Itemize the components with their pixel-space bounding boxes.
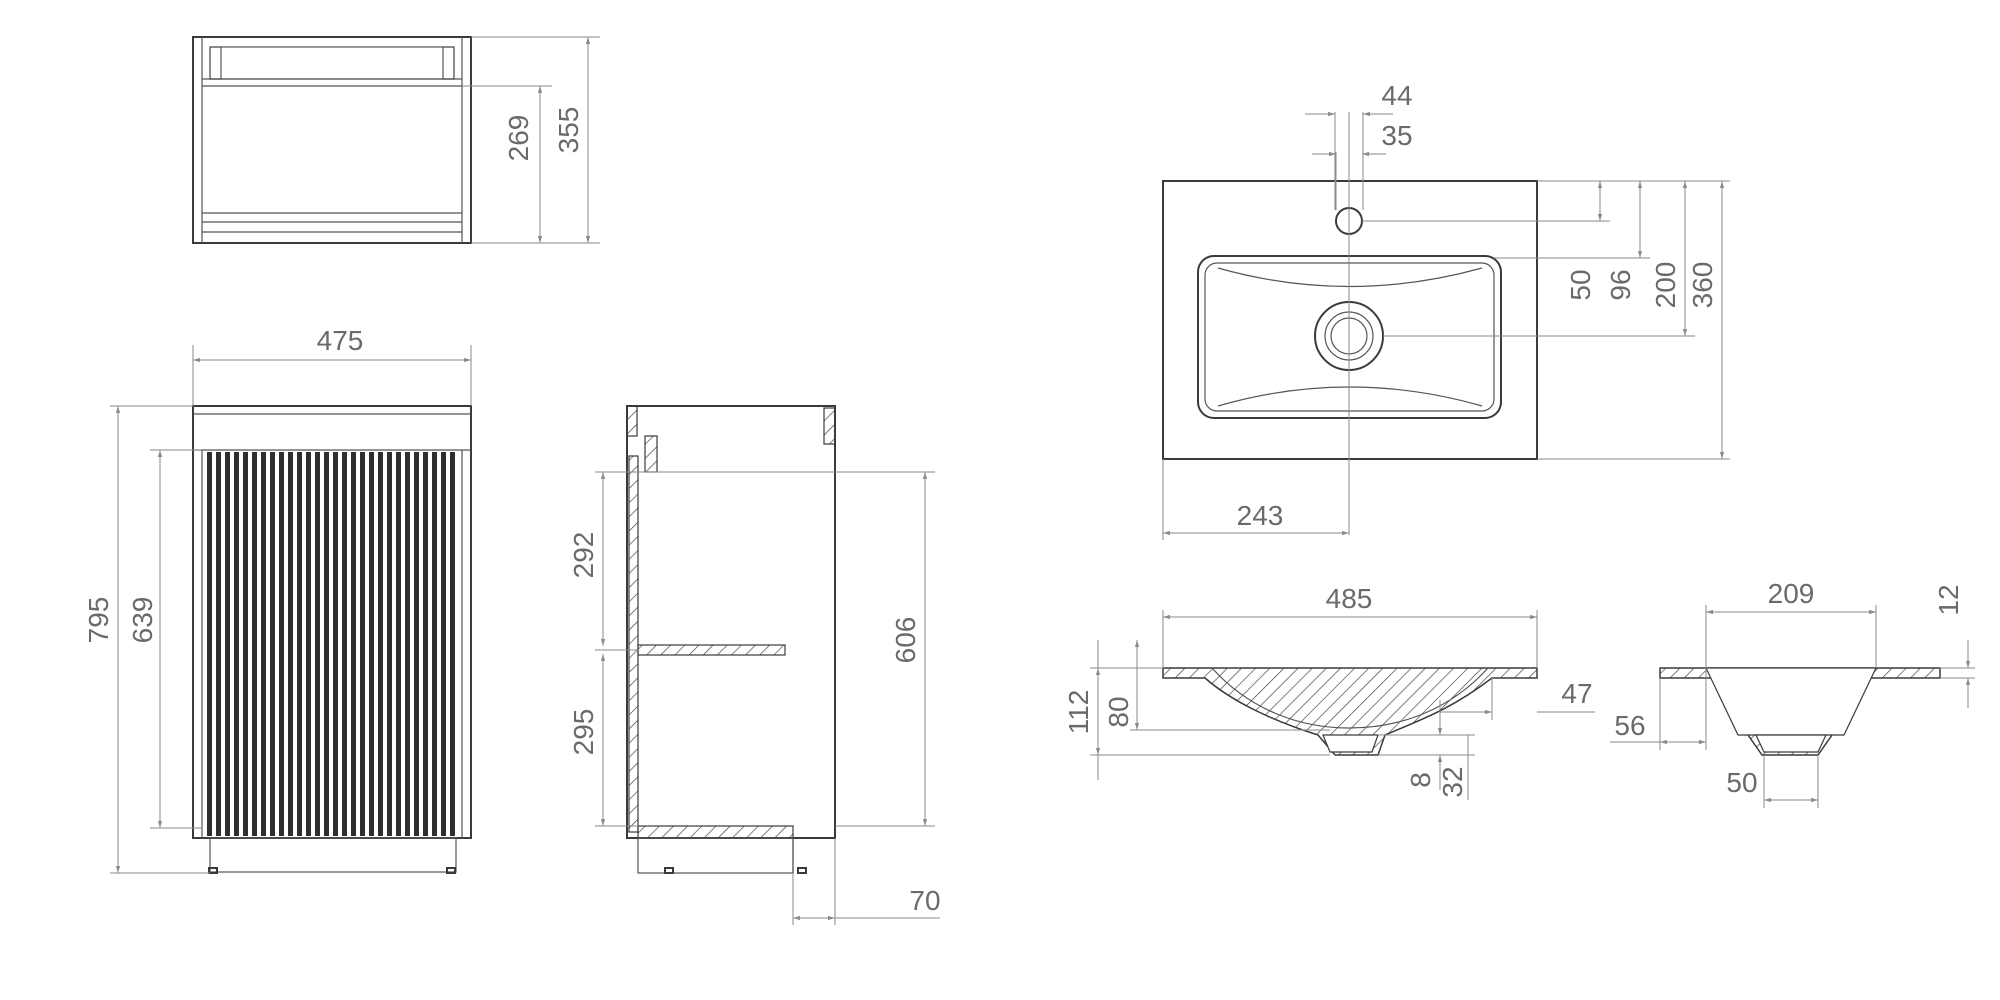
- dim-upper-shelf: 292: [568, 532, 599, 579]
- dim-bowl-width: 209: [1768, 578, 1815, 609]
- dim-tap-hole-outer: 44: [1381, 80, 1412, 111]
- door-slat: [369, 452, 374, 836]
- door-slat: [261, 452, 266, 836]
- door-slat: [441, 452, 446, 836]
- dim-cabinet-height: 795: [83, 597, 114, 644]
- cabinet-front-view: 475 795 639: [83, 325, 472, 874]
- door-slat: [378, 452, 383, 836]
- dim-cabinet-width: 475: [317, 325, 364, 356]
- door-slats: [207, 452, 455, 836]
- door-slat: [450, 452, 455, 836]
- dim-rim-thickness: 12: [1933, 584, 1964, 615]
- dim-cabinet-depth: 355: [553, 107, 584, 154]
- dim-plinth-offset: 70: [909, 885, 940, 916]
- door-slat: [225, 452, 230, 836]
- door-slat: [306, 452, 311, 836]
- door-slat: [297, 452, 302, 836]
- door-slat: [207, 452, 212, 836]
- cabinet-top-view: 269 355: [192, 36, 600, 244]
- dim-hole-to-bowl: 50: [1565, 269, 1596, 300]
- dim-drain-width: 50: [1726, 767, 1757, 798]
- basin-top-view: 44 35 50 96 200 360 243: [1162, 80, 1730, 540]
- basin-side-section: 209 12 56 50: [1610, 578, 1975, 808]
- dim-cabinet-inner-depth: 269: [503, 115, 534, 162]
- door-slat: [405, 452, 410, 836]
- door-slat: [324, 452, 329, 836]
- dim-hole-to-drain: 96: [1605, 269, 1636, 300]
- door-slat: [270, 452, 275, 836]
- dim-basin-depth: 360: [1687, 262, 1718, 309]
- door-slat: [333, 452, 338, 836]
- door-slat: [396, 452, 401, 836]
- dim-rim-offset: 47: [1561, 678, 1592, 709]
- door-slat: [234, 452, 239, 836]
- door-slat: [360, 452, 365, 836]
- dim-drain-height: 32: [1437, 766, 1468, 797]
- dim-drain-offset: 243: [1237, 500, 1284, 531]
- door-slat: [414, 452, 419, 836]
- door-slat: [216, 452, 221, 836]
- basin-front-section: 485 112 80 47 8 32: [1063, 583, 1595, 800]
- dim-basin-total-height: 112: [1063, 690, 1094, 735]
- dim-edge-offset: 56: [1614, 710, 1645, 741]
- door-slat: [315, 452, 320, 836]
- dim-to-drain-center: 200: [1650, 262, 1681, 309]
- door-slat: [288, 452, 293, 836]
- dim-tap-hole-inner: 35: [1381, 120, 1412, 151]
- dim-basin-width: 485: [1326, 583, 1373, 614]
- door-slat: [351, 452, 356, 836]
- dim-bowl-depth: 80: [1103, 696, 1134, 727]
- door-slat: [342, 452, 347, 836]
- door-slat: [279, 452, 284, 836]
- door-slat: [243, 452, 248, 836]
- dim-bottom-thickness: 8: [1405, 772, 1436, 788]
- door-slat: [387, 452, 392, 836]
- door-slat: [252, 452, 257, 836]
- dim-inner-height: 606: [890, 617, 921, 664]
- dim-door-height: 639: [127, 597, 158, 644]
- dim-lower-shelf: 295: [568, 709, 599, 756]
- cabinet-side-section: 292 295 606 70: [568, 405, 941, 925]
- door-slat: [432, 452, 437, 836]
- door-slat: [423, 452, 428, 836]
